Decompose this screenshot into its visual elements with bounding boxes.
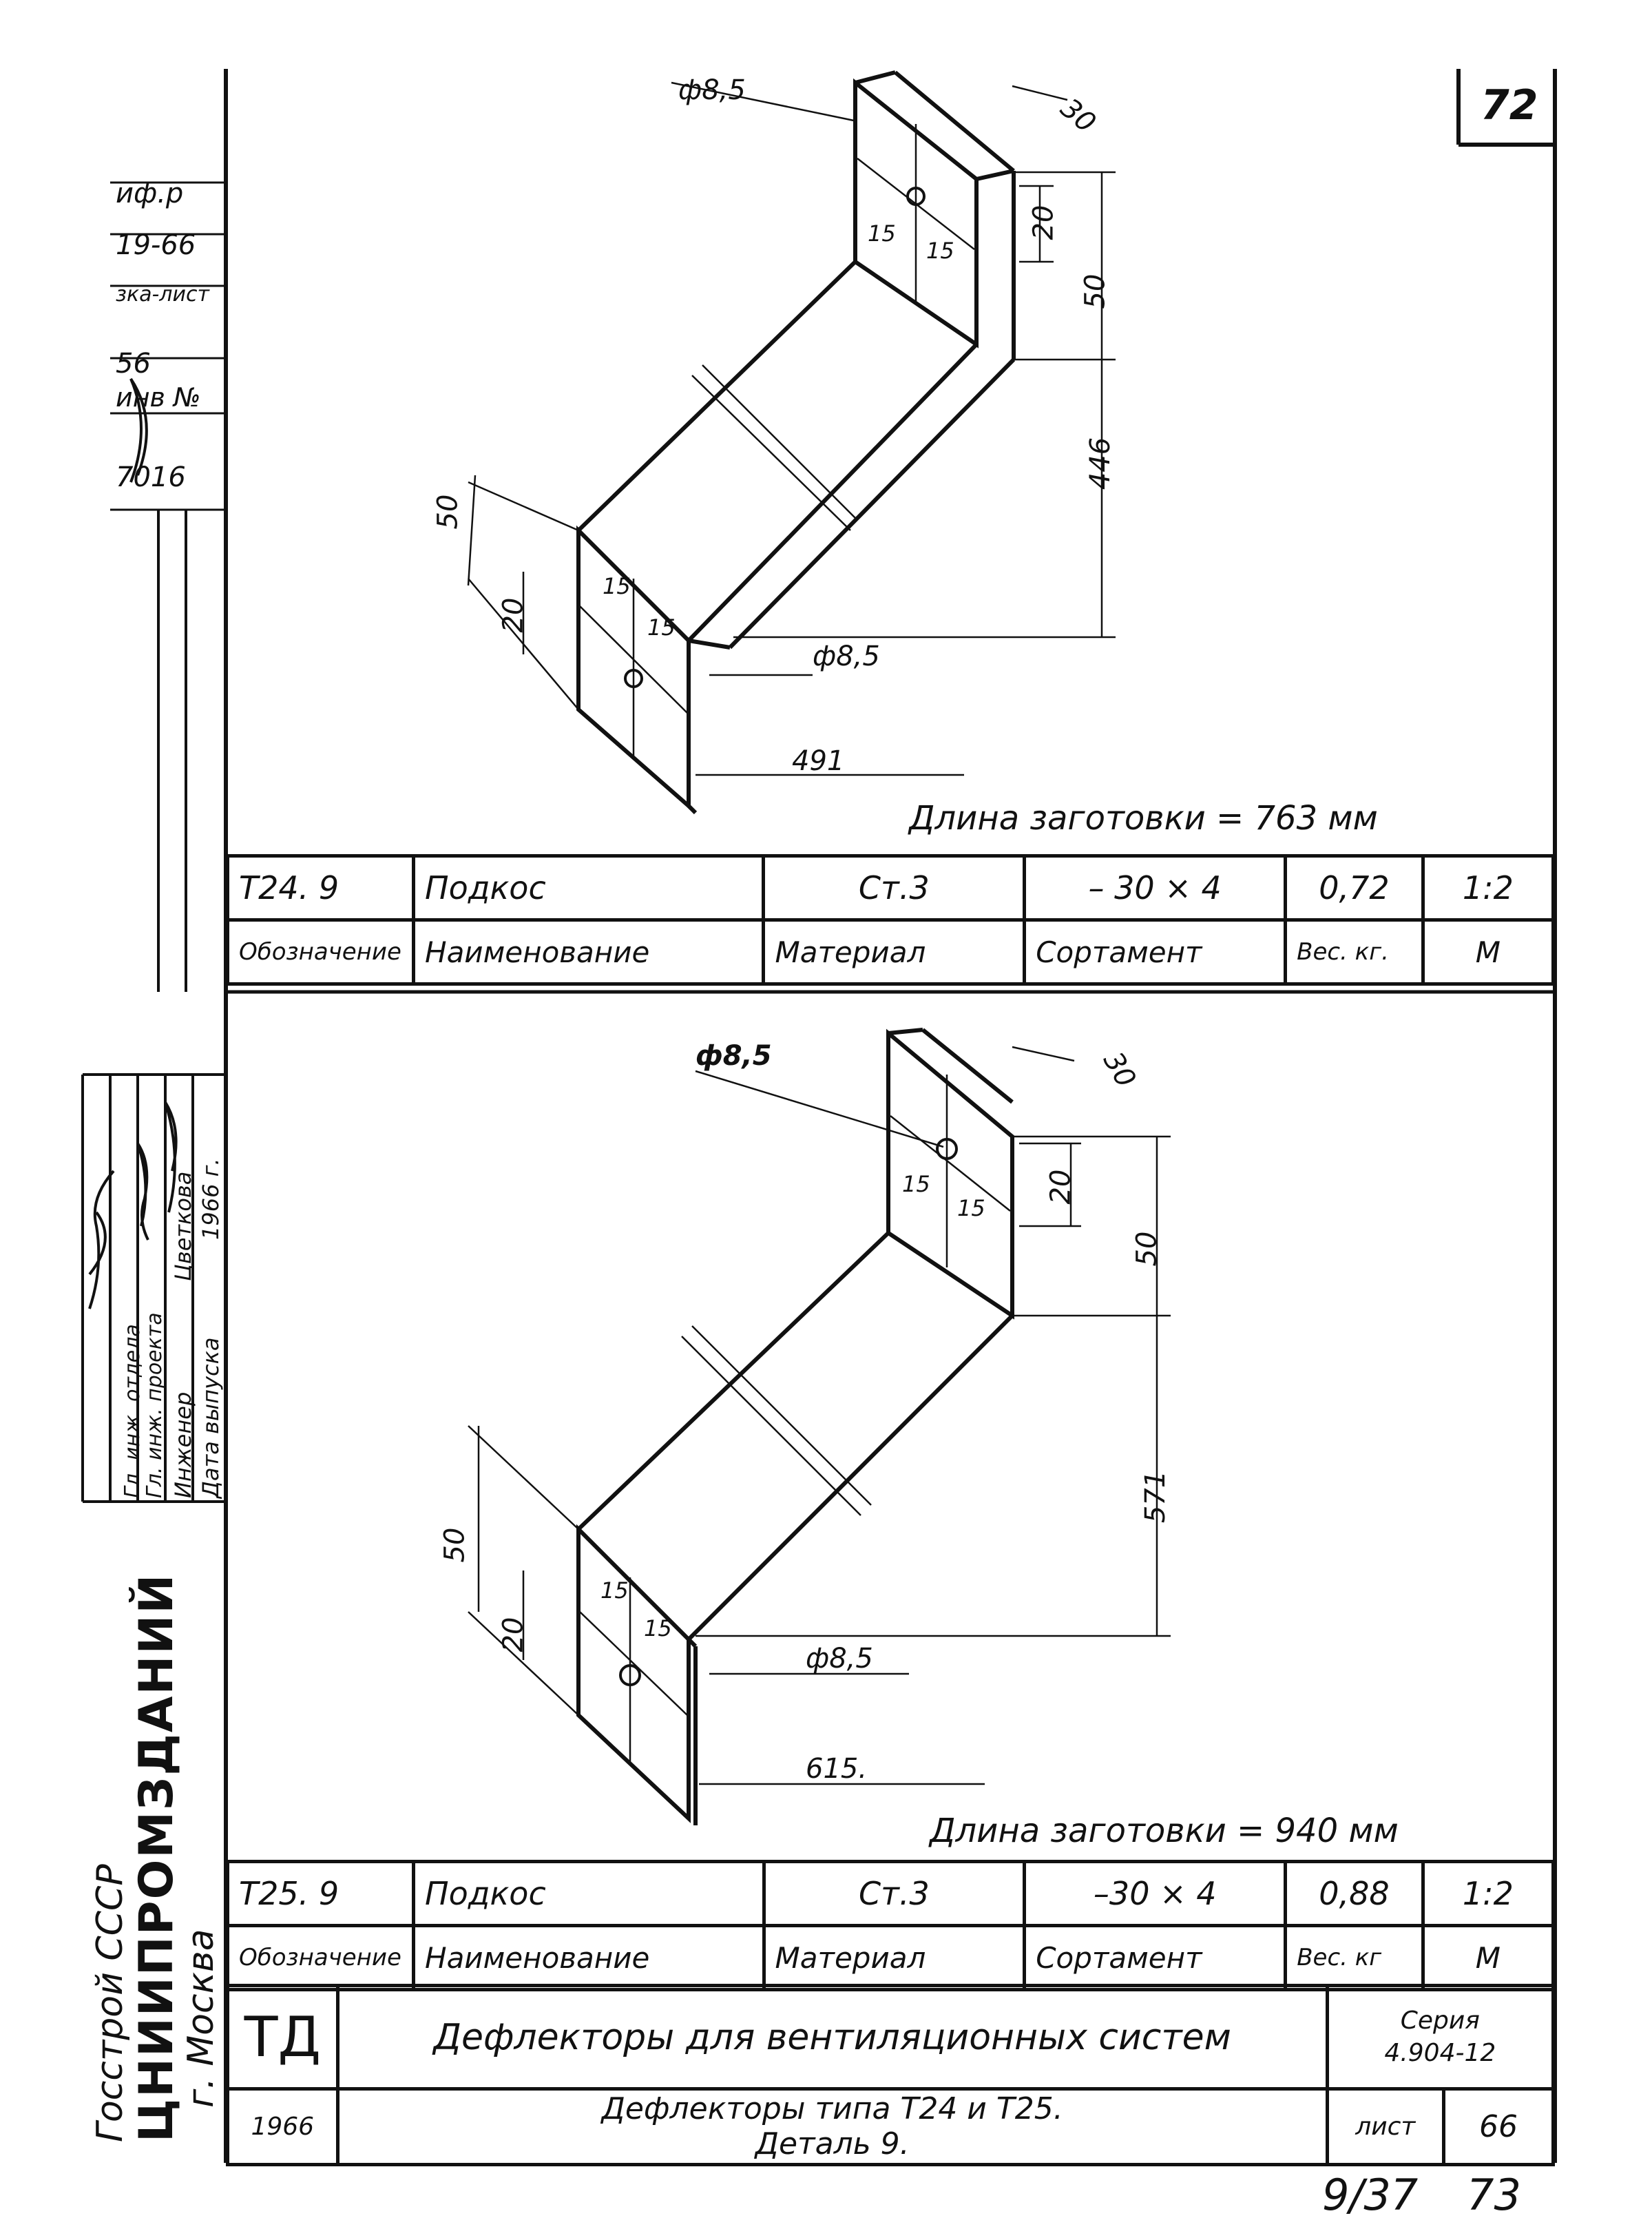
table-top: Т24. 9 Подкос Ст.3 – 30 × 4 0,72 1:2 Обо… [226,854,1556,986]
top-hdr-material: Материал [762,918,1027,986]
sheet-value: 66 [1441,2087,1556,2166]
bottom-dim-center: 571 [1140,1470,1172,1524]
top-hdr-designation: Обозначение [226,918,415,986]
bottom-dim-hole-bottom: ф8,5 [806,1643,873,1675]
top-name: Подкос [411,854,766,922]
top-hdr-scale: М [1421,918,1556,986]
top-hdr-weight: Вес. кг. [1284,918,1425,986]
margin-entry-1: иф.р [116,178,184,209]
top-dim-15c: 15 [603,573,631,599]
title-block: ТД Дефлекторы для вентиляционных систем … [226,1984,1556,2166]
bottom-dim-hole-offset: 20 [1045,1169,1077,1205]
bottom-dim-left-hole: 20 [497,1617,530,1652]
top-dim-hole-top: ф8,5 [678,74,746,106]
series-value: 4.904-12 [1384,2038,1496,2067]
top-profile: – 30 × 4 [1023,854,1288,922]
bottom-dim-15d: 15 [644,1615,672,1641]
top-blank-length: Длина заготовки = 763 мм [909,799,1378,838]
bottom-dim-15a: 15 [902,1171,930,1197]
margin-entry-5: инв № [116,382,201,413]
sheet-number: 72 [1481,81,1538,129]
margin-entry-6: 7016 [116,462,186,493]
bottom-dim-left-flange: 50 [439,1527,471,1563]
title-logo: ТД [226,1984,339,2091]
margin-entry-4: 56 [116,348,151,380]
sheet-label: лист [1325,2087,1445,2166]
bottom-dim-base: 615. [806,1753,868,1785]
subtitle-line-2: Деталь 9. [755,2126,910,2161]
bottom-number: 73 [1467,2170,1521,2220]
bottom-name: Подкос [411,1860,766,1927]
top-dim-15b: 15 [926,238,954,264]
top-hdr-name: Наименование [411,918,766,986]
title-year: 1966 [226,2087,339,2166]
bottom-hdr-name: Наименование [411,1924,766,1991]
top-dim-15d: 15 [647,614,676,641]
top-dim-hole-bottom: ф8,5 [813,641,880,672]
bottom-hdr-scale: М [1421,1924,1556,1991]
bottom-dim-15b: 15 [957,1195,985,1221]
bottom-scale: 1:2 [1421,1860,1556,1927]
subtitle-cell: Дефлекторы типа Т24 и Т25. Деталь 9. [335,2087,1329,2166]
margin-entry-2: 19-66 [116,229,196,261]
bottom-dim-15c: 15 [600,1577,629,1604]
series-label: Серия [1400,2006,1480,2035]
subtitle-line-1: Дефлекторы типа Т24 и Т25. [601,2091,1063,2126]
bottom-code: 9/37 [1322,2170,1419,2220]
bottom-profile: –30 × 4 [1023,1860,1288,1927]
table-bottom: Т25. 9 Подкос Ст.3 –30 × 4 0,88 1:2 Обоз… [226,1860,1556,1991]
bottom-designation: Т25. 9 [226,1860,415,1927]
top-dim-15a: 15 [868,220,896,247]
bottom-dim-hole-top: ф8,5 [696,1040,772,1072]
margin-entry-3: зка-лист [116,282,209,307]
top-dim-base: 491 [792,745,845,777]
bottom-hdr-profile: Сортамент [1023,1924,1288,1991]
bottom-hdr-designation: Обозначение [226,1924,415,1991]
top-material: Ст.3 [762,854,1027,922]
top-hdr-profile: Сортамент [1023,918,1288,986]
top-scale: 1:2 [1421,854,1556,922]
bottom-material: Ст.3 [762,1860,1027,1927]
bottom-blank-length: Длина заготовки = 940 мм [930,1812,1399,1850]
top-designation: Т24. 9 [226,854,415,922]
bottom-weight: 0,88 [1284,1860,1425,1927]
bottom-dim-flange: 50 [1131,1231,1163,1267]
bottom-hdr-weight: Вес. кг [1284,1924,1425,1991]
title-main: Дефлекторы для вентиляционных систем [335,1984,1329,2091]
top-weight: 0,72 [1284,854,1425,922]
series-cell: Серия 4.904-12 [1325,1984,1556,2091]
bottom-hdr-material: Материал [762,1924,1027,1991]
